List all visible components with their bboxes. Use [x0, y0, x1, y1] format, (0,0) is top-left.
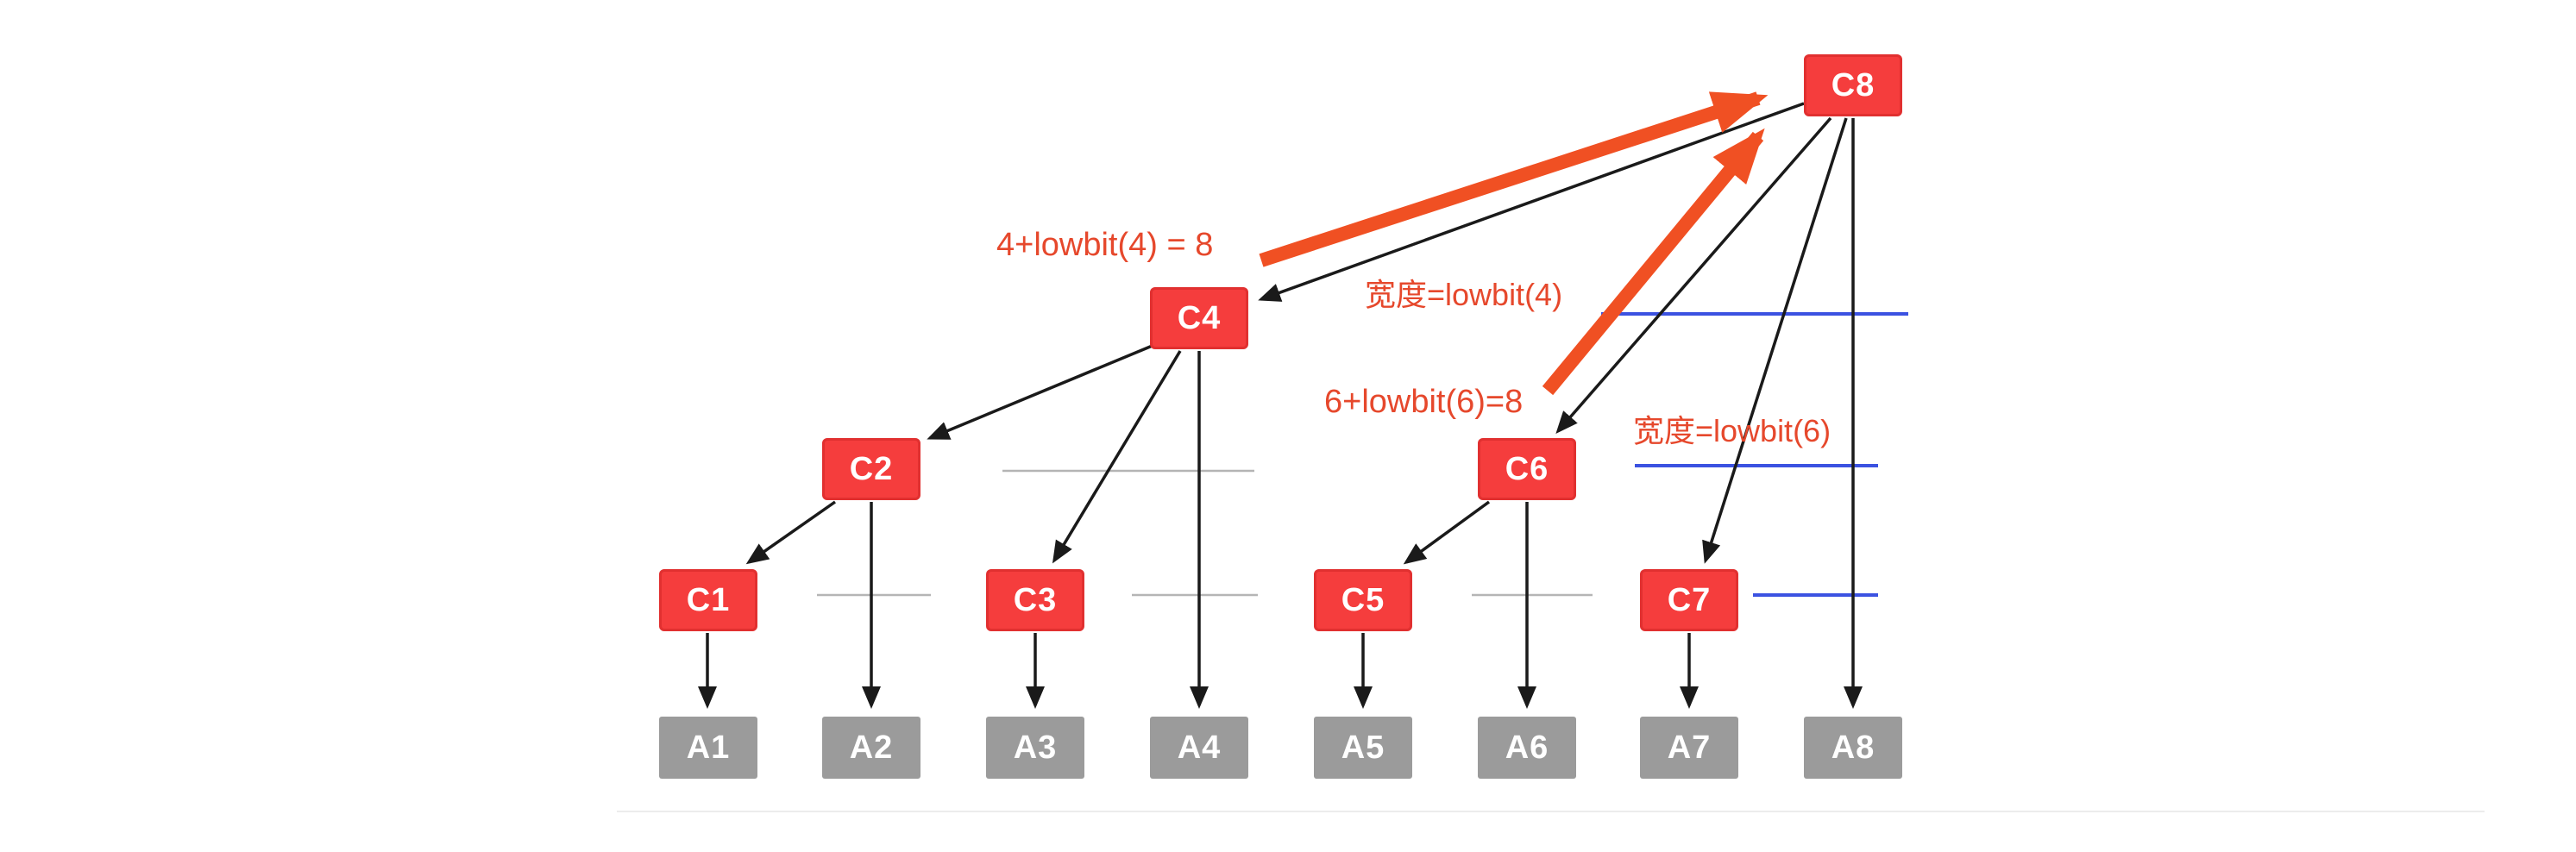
array-node-a6: A6 — [1478, 717, 1576, 779]
tree-node-c2: C2 — [822, 438, 920, 500]
annotation-jump-from-6: 6+lowbit(6)=8 — [1324, 384, 1524, 420]
annotation-width-lowbit6: 宽度=lowbit(6) — [1633, 413, 1831, 448]
tree-node-c1: C1 — [659, 569, 757, 631]
tree-node-c4: C4 — [1150, 287, 1248, 349]
arrow-c8-to-c6 — [1555, 116, 1832, 435]
arrow-c4-to-c3 — [1052, 350, 1182, 564]
annotation-width-lowbit4: 宽度=lowbit(4) — [1365, 277, 1563, 312]
array-node-a3: A3 — [986, 717, 1084, 779]
tree-node-c8: C8 — [1804, 54, 1902, 116]
array-node-a1: A1 — [659, 717, 757, 779]
arrow-c8-to-c4 — [1258, 102, 1805, 302]
arrow-c2-to-c1 — [745, 500, 837, 565]
array-node-a2: A2 — [822, 717, 920, 779]
array-node-a5: A5 — [1314, 717, 1412, 779]
array-node-a7: A7 — [1640, 717, 1738, 779]
tree-node-c3: C3 — [986, 569, 1084, 631]
array-node-a4: A4 — [1150, 717, 1248, 779]
arrow-c8-to-c7 — [1702, 117, 1848, 564]
annotation-jump-from-4: 4+lowbit(4) = 8 — [996, 227, 1214, 263]
tree-node-c5: C5 — [1314, 569, 1412, 631]
arrow-c4-to-c2 — [927, 343, 1155, 440]
jump-arrow-6-to-8 — [1542, 128, 1765, 396]
jump-arrow-4-to-8 — [1259, 91, 1769, 267]
array-node-a8: A8 — [1804, 717, 1902, 779]
tree-node-c6: C6 — [1478, 438, 1576, 500]
tree-node-c7: C7 — [1640, 569, 1738, 631]
arrow-c6-to-c5 — [1403, 500, 1491, 565]
